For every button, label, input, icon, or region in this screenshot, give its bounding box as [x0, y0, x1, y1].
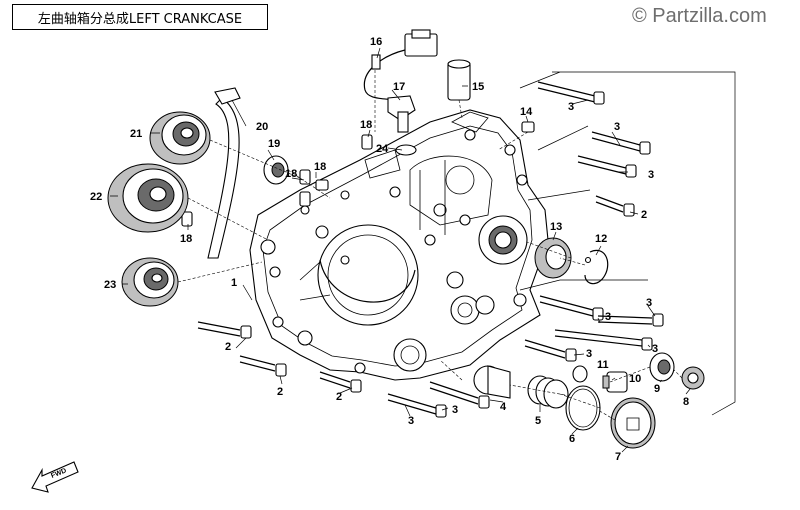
callout-24: 24: [376, 143, 389, 155]
callout-3-e: 3: [605, 311, 611, 323]
callout-10: 10: [629, 373, 641, 385]
callout-18-a: 18: [314, 161, 326, 173]
callout-3-h: 3: [452, 404, 458, 416]
breather-pipe: [447, 59, 471, 101]
callout-7: 7: [615, 451, 621, 463]
callout-11: 11: [597, 359, 609, 371]
diagram-title: 左曲轴箱分总成LEFT CRANKCASE: [12, 4, 268, 30]
o-ring-6: [565, 385, 601, 431]
needle-bearing-9: [649, 352, 675, 382]
speed-sensor: [371, 54, 417, 156]
callout-4: 4: [500, 401, 507, 413]
callout-18-c: 18: [180, 233, 192, 245]
callout-2-b: 2: [225, 341, 231, 353]
plug-10: [602, 371, 628, 393]
left-crankcase: [249, 109, 549, 381]
callout-20: 20: [256, 121, 268, 133]
oil-tube-20: [207, 87, 241, 259]
oil-seal-13: [534, 237, 572, 279]
callout-2-a: 2: [641, 209, 647, 221]
callout-3-i: 3: [408, 415, 414, 427]
sleeve-4: [473, 365, 511, 399]
bolts: [197, 81, 664, 418]
bearing-21: [149, 111, 211, 165]
o-ring-11: [572, 365, 588, 383]
callout-3-f: 3: [652, 343, 658, 355]
callout-18-d: 18: [360, 119, 372, 131]
seal-8: [681, 366, 705, 390]
callout-3-a: 3: [568, 101, 574, 113]
callout-18-b: 18: [285, 168, 297, 180]
callout-12: 12: [595, 233, 607, 245]
spring-5: [527, 375, 569, 409]
callout-13: 13: [550, 221, 562, 233]
callout-19: 19: [268, 138, 280, 150]
callout-2-d: 2: [336, 391, 342, 403]
callout-9: 9: [654, 383, 660, 395]
callout-15: 15: [472, 81, 484, 93]
callout-17: 17: [393, 81, 405, 93]
small-parts-top: [181, 121, 535, 227]
callout-22: 22: [90, 191, 102, 203]
callout-2-c: 2: [277, 386, 283, 398]
assembly-lines: [177, 70, 736, 421]
callout-3-d: 3: [646, 297, 652, 309]
callout-8: 8: [683, 396, 689, 408]
callout-21: 21: [130, 128, 142, 140]
callout-leaders: [110, 47, 691, 453]
circlip-12: [584, 249, 609, 285]
callout-labels: 21 20 19 18 18 18 18 22 23 1 16 17 24 15…: [90, 36, 689, 463]
callout-1: 1: [231, 277, 237, 289]
callout-16: 16: [370, 36, 382, 48]
fwd-arrow-icon: FWD: [31, 461, 79, 493]
callout-6: 6: [569, 433, 575, 445]
callout-23: 23: [104, 279, 116, 291]
callout-3-b: 3: [614, 121, 620, 133]
drain-plug-7: [610, 397, 656, 449]
callout-14: 14: [520, 106, 533, 118]
callout-3-g: 3: [586, 348, 592, 360]
connector-plug: [363, 29, 438, 101]
watermark: © Partzilla.com: [632, 5, 767, 27]
callout-3-c: 3: [648, 169, 654, 181]
bearing-22: [107, 163, 189, 233]
callout-5: 5: [535, 415, 541, 427]
bearing-23: [121, 257, 179, 307]
